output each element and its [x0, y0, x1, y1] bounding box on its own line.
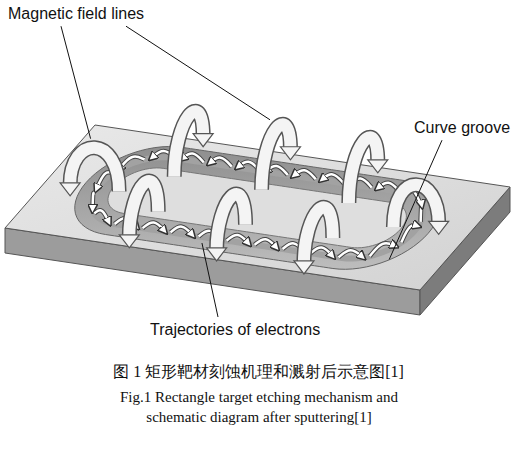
electron-path [339, 250, 364, 257]
field-arc-band [304, 207, 333, 263]
leader-line [202, 243, 218, 317]
leader-line [389, 140, 442, 259]
electron-path [209, 158, 231, 167]
electron-path [94, 210, 109, 223]
target-slab [5, 125, 510, 315]
field-arc-head [294, 261, 314, 274]
field-arc [349, 137, 388, 203]
field-arc-outline [217, 194, 246, 250]
figure-caption: 图 1 矩形靶材刻蚀机理和溅射后示意图[1] [0, 362, 517, 383]
electron-path-outline [293, 170, 315, 179]
field-arc-head [119, 235, 139, 248]
electron-path-outline [255, 239, 277, 248]
field-arc [294, 207, 333, 274]
field-arc-head [193, 134, 213, 147]
electron-path-outline [311, 248, 333, 257]
electron-path-outline [339, 250, 364, 257]
electron-path-outline [94, 210, 109, 223]
electron-path [421, 205, 422, 222]
field-arc-outline [349, 137, 378, 203]
electron-path [311, 248, 333, 257]
field-arc-outline [262, 124, 291, 190]
field-arc-band [129, 181, 158, 237]
electron-path [171, 227, 193, 236]
callout-label: Magnetic field lines [6, 4, 146, 23]
field-arc-head [429, 221, 449, 234]
electron-path-outline [209, 158, 231, 167]
electron-path-outline [421, 205, 422, 222]
electron-path-outline [171, 227, 193, 236]
electron-path-outline [321, 174, 343, 183]
electron-path [92, 193, 93, 210]
electron-path [401, 225, 418, 242]
callout-label: Curve groove [412, 118, 512, 137]
field-arc-outline [129, 181, 158, 237]
field-arc-head [60, 183, 80, 196]
leader-line [61, 26, 91, 138]
field-arc [393, 185, 448, 235]
field-arc-band [262, 124, 291, 190]
electron-path [143, 222, 165, 231]
field-arc-outline [174, 111, 203, 177]
electron-path-outline [401, 225, 418, 242]
field-arc-outline [393, 185, 438, 227]
electron-path-outline [181, 153, 203, 162]
callout-label: Trajectories of electrons [148, 320, 322, 339]
field-arc-outline [304, 207, 333, 263]
target-top-face [5, 125, 510, 290]
field-arc-band [349, 137, 378, 203]
field-arc-head [368, 160, 388, 173]
electron-path-outline [227, 235, 249, 244]
field-arc [60, 148, 119, 196]
magnetic-field-lines [60, 111, 449, 274]
field-arc [174, 111, 213, 177]
field-arc-band [393, 185, 438, 227]
electron-path [293, 170, 315, 179]
field-arc [119, 181, 158, 248]
electron-path [227, 235, 249, 244]
electron-path [181, 153, 203, 162]
field-arc-band [217, 194, 246, 250]
leader-line [126, 26, 270, 120]
field-arc-band [174, 111, 203, 177]
electron-path [321, 174, 343, 183]
field-arc [262, 124, 301, 190]
electron-path-outline [143, 222, 165, 231]
leader-lines [61, 26, 442, 317]
field-arc-head [280, 147, 300, 160]
field-arc [207, 194, 246, 261]
english-caption: Fig.1 Rectangle target etching mechanism… [98, 388, 420, 427]
electron-path [255, 239, 277, 248]
electron-path-outline [92, 193, 93, 210]
field-arc-head [207, 248, 227, 261]
